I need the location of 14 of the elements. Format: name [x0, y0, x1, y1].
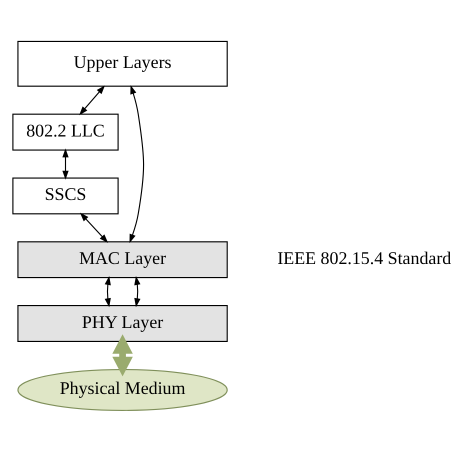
node-box: MAC Layer [17, 241, 228, 278]
arrow [112, 334, 133, 376]
arrow [134, 276, 140, 308]
node-box: 802.2 LLC [12, 114, 119, 151]
arrow [129, 85, 144, 244]
node-ellipse: Physical Medium [17, 368, 228, 411]
arrow [79, 85, 105, 116]
node-box: Upper Layers [17, 40, 228, 87]
arrow [104, 276, 111, 308]
node-box: SSCS [12, 177, 119, 214]
node-box: PHY Layer [17, 305, 228, 342]
arrow [62, 148, 69, 180]
label: IEEE 802.15.4 Standard [277, 248, 452, 268]
arrow [80, 212, 108, 244]
